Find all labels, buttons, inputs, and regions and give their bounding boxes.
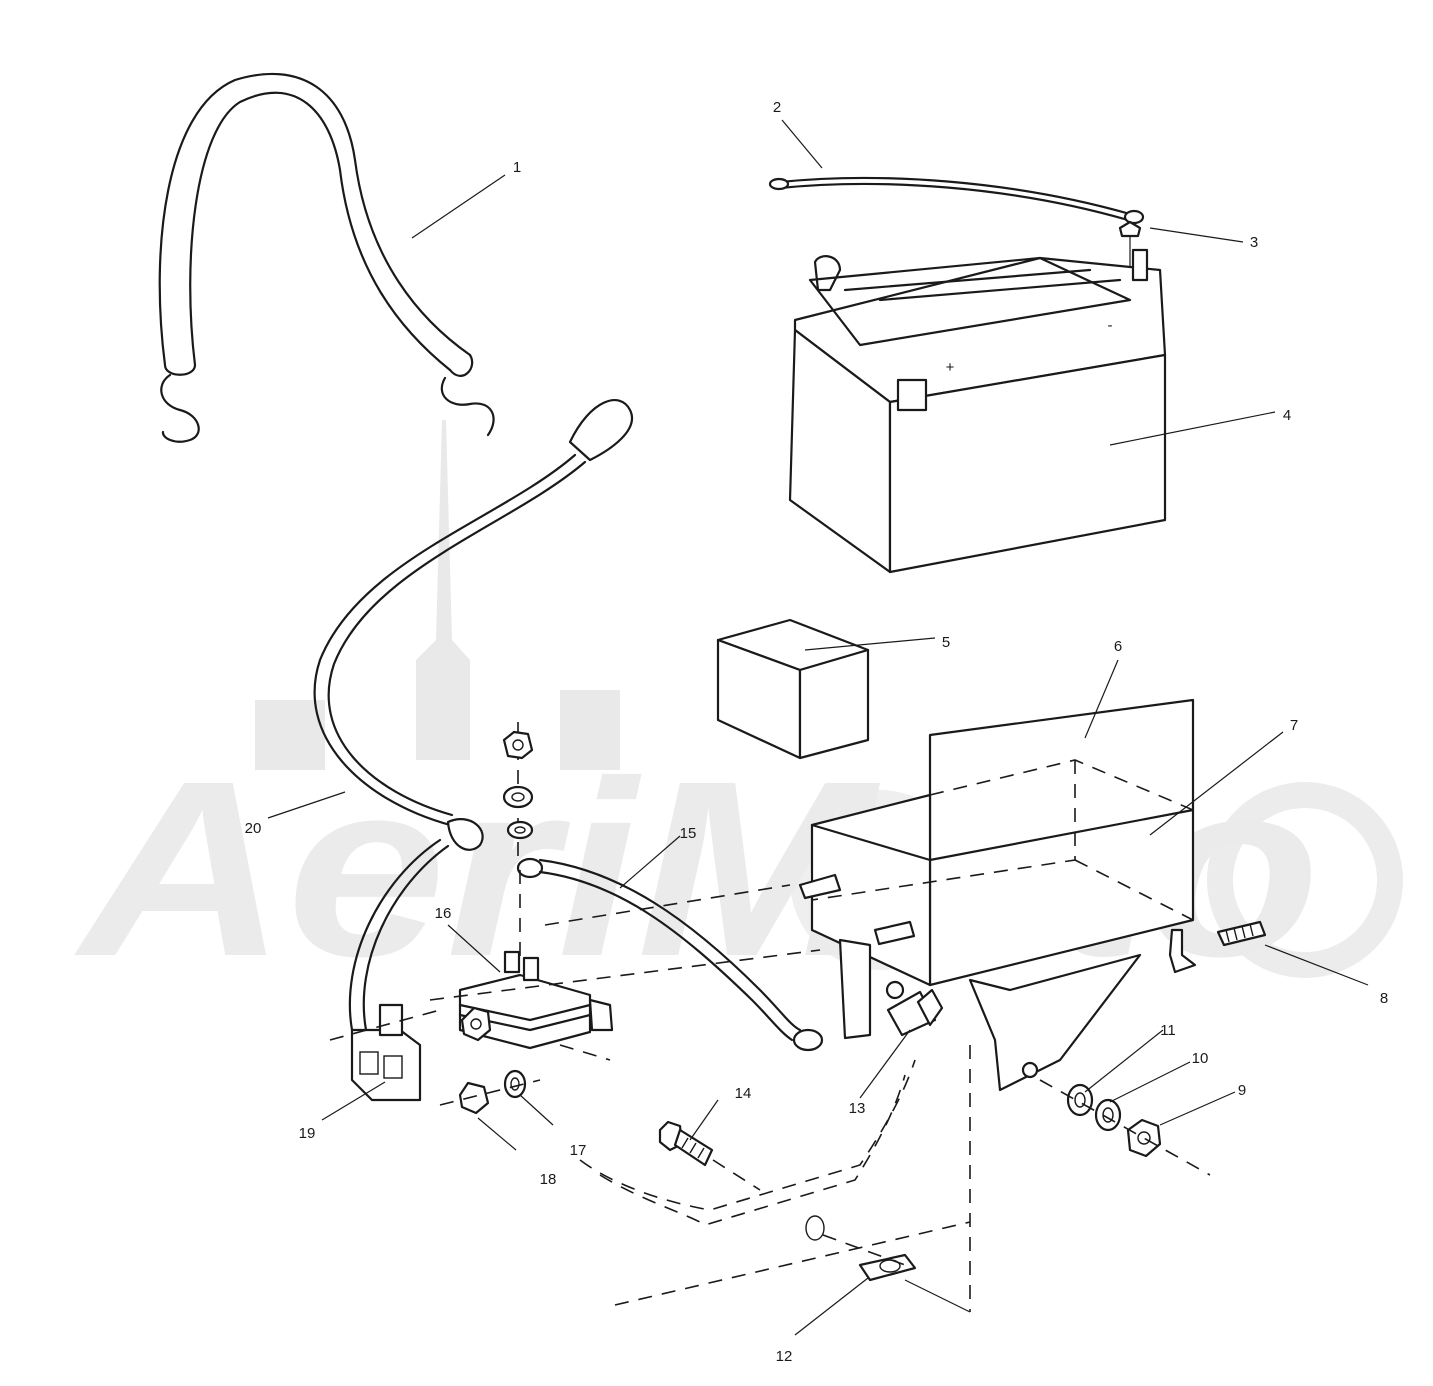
battery-box <box>810 698 1197 1092</box>
battery-positive-mark: + <box>946 359 955 376</box>
callout-1: 1 <box>513 159 521 176</box>
leader-lines <box>267 119 1369 1336</box>
callout-11: 11 <box>1160 1022 1176 1039</box>
callout-5: 5 <box>942 634 950 651</box>
battery-negative-mark: - <box>1108 317 1113 334</box>
frame-outline <box>544 884 916 1226</box>
solenoid <box>429 870 821 1061</box>
callout-9: 9 <box>1238 1082 1246 1099</box>
terminal-block <box>329 1003 441 1102</box>
callout-13: 13 <box>849 1100 866 1117</box>
hardware-left <box>439 1006 541 1115</box>
screw <box>658 1120 761 1191</box>
callout-15: 15 <box>680 825 697 842</box>
clip-nut <box>614 1045 971 1313</box>
callout-labels: 1 2 3 4 5 6 7 8 9 10 11 12 13 14 15 16 1… <box>245 99 1389 1365</box>
battery-pad <box>716 618 870 760</box>
battery: + - <box>788 248 1167 574</box>
callout-16: 16 <box>435 905 452 922</box>
callout-10: 10 <box>1192 1050 1209 1067</box>
terminal-hardware-stack <box>502 722 534 870</box>
callout-14: 14 <box>735 1085 752 1102</box>
callout-8: 8 <box>1380 990 1388 1007</box>
callout-6: 6 <box>1114 638 1122 655</box>
callout-2: 2 <box>773 99 781 116</box>
stud <box>798 873 1267 947</box>
callout-19: 19 <box>299 1125 316 1142</box>
callout-4: 4 <box>1283 407 1291 424</box>
battery-jumper-cable <box>768 176 1145 225</box>
callout-17: 17 <box>570 1142 587 1159</box>
callout-20: 20 <box>245 820 262 837</box>
hardware-right <box>1039 1079 1211 1176</box>
bolt <box>886 988 944 1037</box>
callout-7: 7 <box>1290 717 1298 734</box>
hold-down-strap <box>158 72 495 443</box>
callout-12: 12 <box>776 1348 793 1365</box>
callout-18: 18 <box>540 1171 557 1188</box>
positive-cable <box>313 399 634 1032</box>
callout-3: 3 <box>1250 234 1258 251</box>
